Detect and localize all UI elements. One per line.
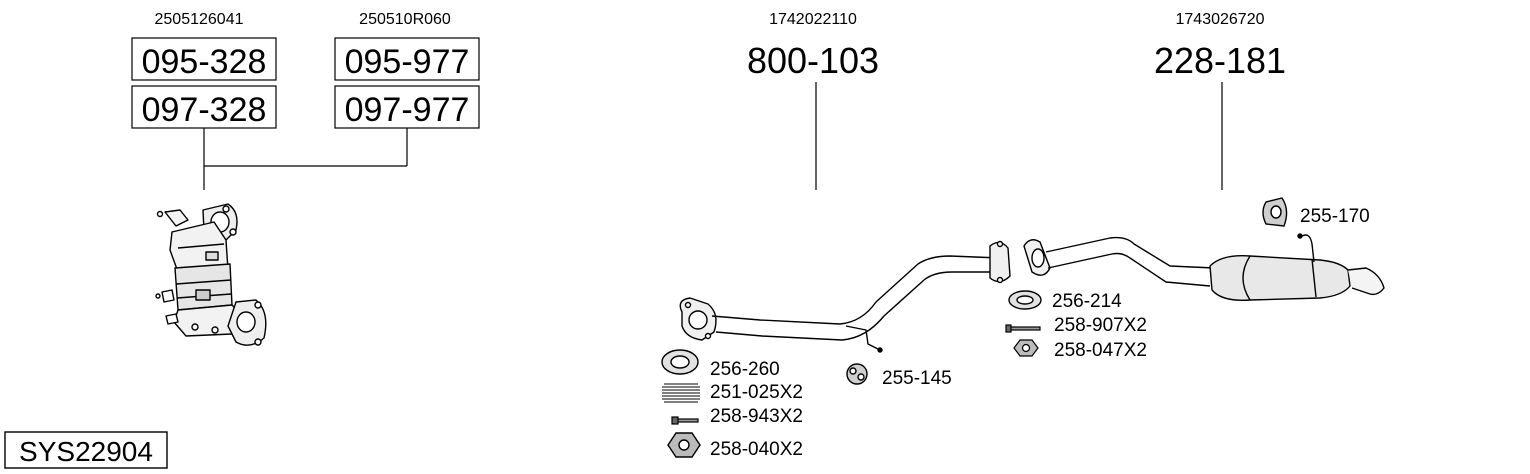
hanger-rear-label: 255-170 — [1300, 206, 1370, 227]
mid-pipe-drawing[interactable] — [679, 240, 1011, 353]
part-box-cat1-b — [131, 85, 277, 129]
hanger-rubber-rear-icon[interactable] — [1262, 197, 1288, 227]
hanger-mid-label: 255-145 — [882, 368, 952, 389]
bolt-mid-label: 258-907X2 — [1054, 315, 1147, 336]
oe-number-rear: 1743026720 — [1176, 11, 1265, 28]
part-box-cat2-a — [334, 37, 480, 81]
catalytic-converter-drawing[interactable] — [155, 203, 267, 346]
gasket-front-label: 256-260 — [710, 359, 780, 380]
bolt-front-icon[interactable] — [671, 416, 699, 425]
part-number-mid[interactable]: 800-103 — [747, 40, 879, 81]
part-number-cat1-a[interactable]: 095-328 — [142, 43, 267, 81]
part-box-cat1-a — [131, 37, 277, 81]
nut-mid-label: 258-047X2 — [1054, 340, 1147, 361]
oe-number-cat2: 250510R060 — [359, 11, 451, 28]
spring-icon[interactable] — [662, 383, 700, 403]
system-id: SYS22904 — [19, 436, 153, 467]
gasket-front-icon[interactable] — [661, 349, 699, 375]
part-number-cat1-b[interactable]: 097-328 — [142, 91, 267, 129]
leader-lines — [203, 82, 1223, 190]
gasket-mid-label: 256-214 — [1052, 291, 1122, 312]
system-id-box — [4, 431, 168, 469]
spring-label: 251-025X2 — [710, 382, 803, 403]
part-number-cat2-b[interactable]: 097-977 — [345, 91, 470, 129]
nut-mid-icon[interactable] — [1013, 339, 1039, 357]
nut-front-icon[interactable] — [667, 432, 701, 458]
gasket-mid-icon[interactable] — [1008, 290, 1042, 310]
bolt-front-label: 258-943X2 — [710, 406, 803, 427]
oe-number-cat1: 2505126041 — [155, 11, 244, 28]
oe-number-mid: 1742022110 — [769, 11, 857, 28]
nut-front-label: 258-040X2 — [710, 439, 803, 460]
rear-silencer-drawing[interactable] — [1023, 233, 1385, 301]
part-box-cat2-b — [334, 85, 480, 129]
hanger-rubber-mid-icon[interactable] — [846, 363, 868, 385]
part-number-rear[interactable]: 228-181 — [1154, 40, 1286, 81]
part-number-cat2-a[interactable]: 095-977 — [345, 43, 470, 81]
bolt-mid-icon[interactable] — [1005, 324, 1041, 333]
